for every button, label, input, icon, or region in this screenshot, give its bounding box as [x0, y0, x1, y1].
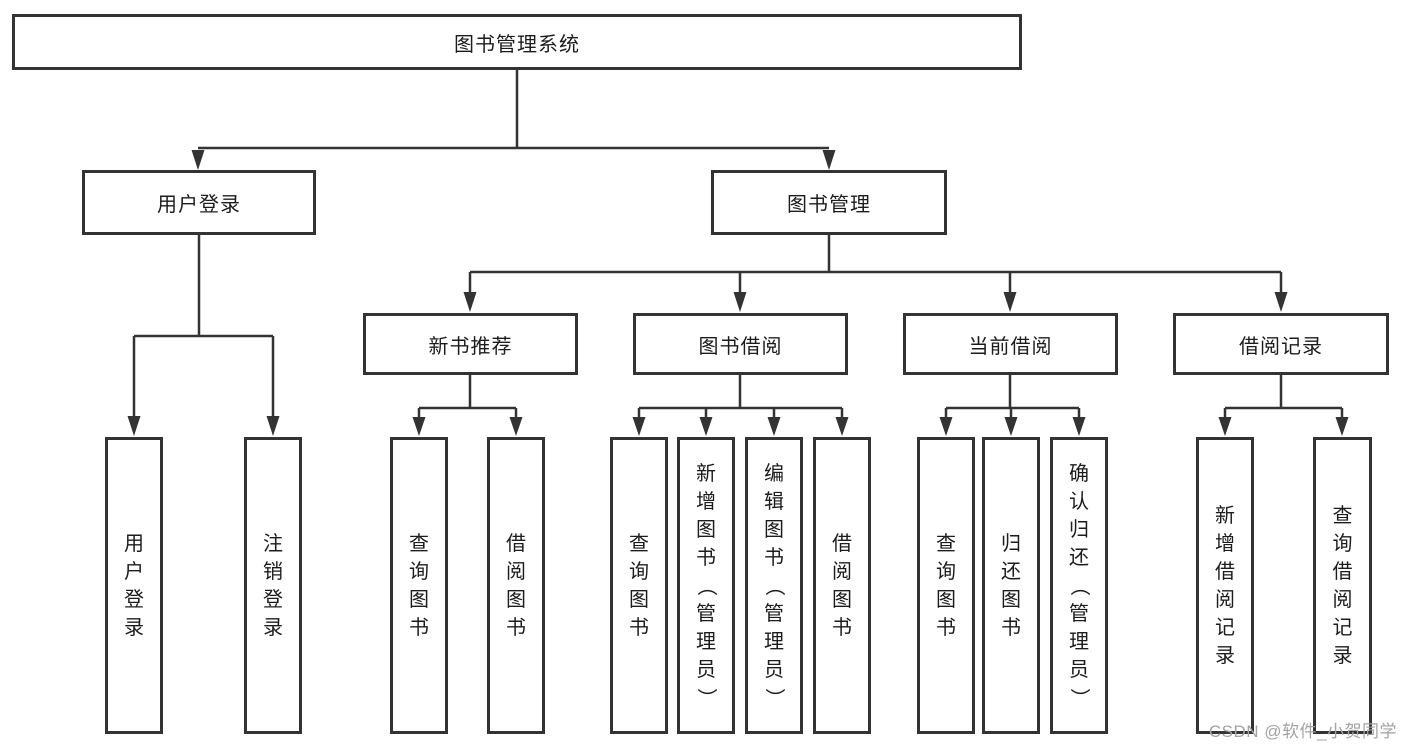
leaf-label: 用户登录 [124, 532, 144, 639]
leaf-query-books-borrow: 查询图书 [610, 437, 668, 734]
leaf-confirm-return-admin: 确认归还（管理员） [1050, 437, 1108, 734]
leaf-label: 编辑图书（管理员） [763, 462, 785, 708]
leaf-logout: 注销登录 [244, 437, 302, 734]
node-new-book-recommend: 新书推荐 [363, 313, 578, 375]
csdn-watermark: CSDN @软件_小贺同学 [1208, 722, 1397, 741]
leaf-label: 借阅图书 [506, 532, 526, 639]
leaf-label: 新增借阅记录 [1215, 504, 1235, 667]
leaf-label: 注销登录 [263, 532, 283, 639]
leaf-borrow-books-borrow: 借阅图书 [813, 437, 871, 734]
leaf-edit-book-admin: 编辑图书（管理员） [745, 437, 803, 734]
node-book-management: 图书管理 [711, 170, 947, 235]
leaf-label: 查询借阅记录 [1332, 504, 1353, 667]
node-user-login: 用户登录 [82, 170, 316, 235]
leaf-label: 新增图书（管理员） [695, 462, 717, 708]
leaf-borrow-books-recommend: 借阅图书 [487, 437, 545, 734]
leaf-label: 借阅图书 [832, 532, 852, 639]
leaf-label: 查询图书 [409, 532, 429, 639]
node-library-system: 图书管理系统 [12, 14, 1022, 70]
leaf-return-book: 归还图书 [982, 437, 1040, 734]
leaf-add-book-admin: 新增图书（管理员） [677, 437, 735, 734]
leaf-query-books-recommend: 查询图书 [390, 437, 448, 734]
leaf-user-login: 用户登录 [105, 437, 163, 734]
leaf-add-borrow-record: 新增借阅记录 [1196, 437, 1254, 734]
node-borrow-record: 借阅记录 [1173, 313, 1389, 375]
leaf-label: 确认归还（管理员） [1068, 462, 1090, 708]
leaf-query-borrow-record: 查询借阅记录 [1313, 437, 1372, 734]
leaf-label: 查询图书 [936, 532, 956, 639]
node-book-borrow: 图书借阅 [633, 313, 848, 375]
leaf-label: 归还图书 [1001, 532, 1021, 639]
leaf-query-books-current: 查询图书 [917, 437, 975, 734]
leaf-label: 查询图书 [629, 532, 649, 639]
node-current-borrow: 当前借阅 [903, 313, 1118, 375]
